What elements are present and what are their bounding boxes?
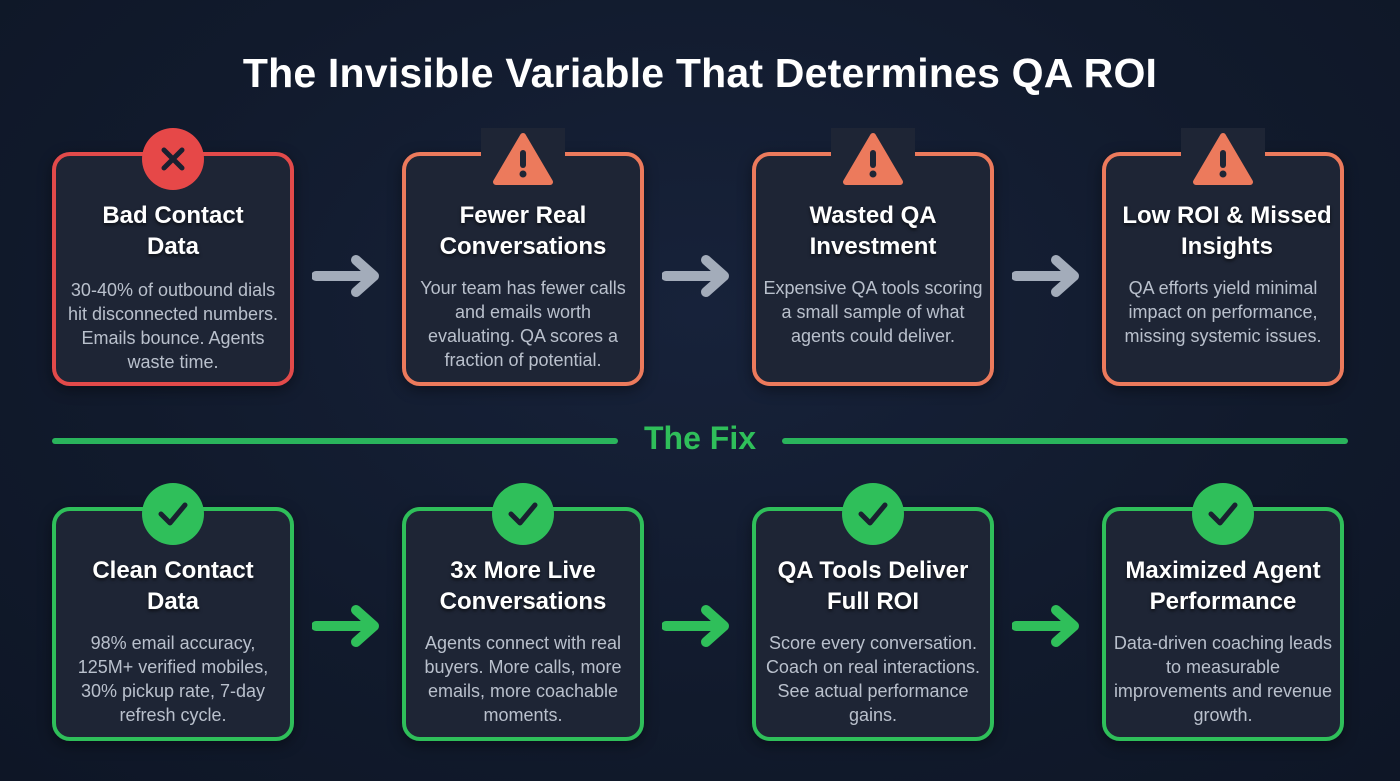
warning-triangle-icon (831, 128, 915, 190)
arrow-right-icon (1012, 605, 1079, 647)
arrow-right-icon (1012, 255, 1079, 297)
problem-card-fewer-conversations: Fewer Real Conversations Your team has f… (402, 128, 644, 386)
card-heading: 3x More Live Conversations (439, 557, 607, 615)
card-body: Expensive QA tools scoring a small sampl… (763, 278, 983, 346)
card-body: Data-driven coaching leads to measurable… (1113, 633, 1333, 725)
card-heading: Fewer Real Conversations (439, 202, 607, 260)
page-title: The Invisible Variable That Determines Q… (242, 50, 1158, 96)
card-heading: Bad Contact Data (102, 202, 244, 260)
problem-card-bad-contact-data: Bad Contact Data 30-40% of outbound dial… (52, 128, 294, 386)
x-circle-icon (142, 128, 204, 190)
card-heading: Wasted QA Investment (809, 202, 937, 260)
divider-line-left (52, 438, 618, 444)
card-body: QA efforts yield minimal impact on perfo… (1124, 278, 1322, 346)
check-circle-icon (1192, 483, 1254, 545)
arrow-right-icon (312, 605, 379, 647)
warning-triangle-icon (481, 128, 565, 190)
check-circle-icon (142, 483, 204, 545)
fix-card-clean-contact-data: Clean Contact Data 98% email accuracy, 1… (52, 483, 294, 741)
card-body: 98% email accuracy, 125M+ verified mobil… (77, 633, 269, 725)
arrow-right-icon (662, 605, 729, 647)
card-heading: Clean Contact Data (92, 557, 254, 615)
fix-card-more-conversations: 3x More Live Conversations Agents connec… (402, 483, 644, 741)
card-body: Your team has fewer calls and emails wor… (420, 278, 626, 370)
arrow-right-icon (662, 255, 729, 297)
card-body: Score every conversation. Coach on real … (765, 633, 981, 725)
warning-triangle-icon (1181, 128, 1265, 190)
fix-card-agent-performance: Maximized Agent Performance Data-driven … (1102, 483, 1344, 741)
card-body: 30-40% of outbound dials hit disconnecte… (67, 280, 279, 372)
problem-card-wasted-qa: Wasted QA Investment Expensive QA tools … (752, 128, 994, 386)
arrow-right-icon (312, 255, 379, 297)
card-heading: Low ROI & Missed Insights (1122, 202, 1332, 260)
card-heading: Maximized Agent Performance (1125, 557, 1321, 615)
fix-card-qa-tools-roi: QA Tools Deliver Full ROI Score every co… (752, 483, 994, 741)
section-label-the-fix: The Fix (643, 420, 756, 456)
card-heading: QA Tools Deliver Full ROI (777, 557, 969, 615)
check-circle-icon (492, 483, 554, 545)
card-body: Agents connect with real buyers. More ca… (424, 633, 622, 725)
problem-card-low-roi: Low ROI & Missed Insights QA efforts yie… (1102, 128, 1344, 386)
check-circle-icon (842, 483, 904, 545)
divider-line-right (782, 438, 1348, 444)
